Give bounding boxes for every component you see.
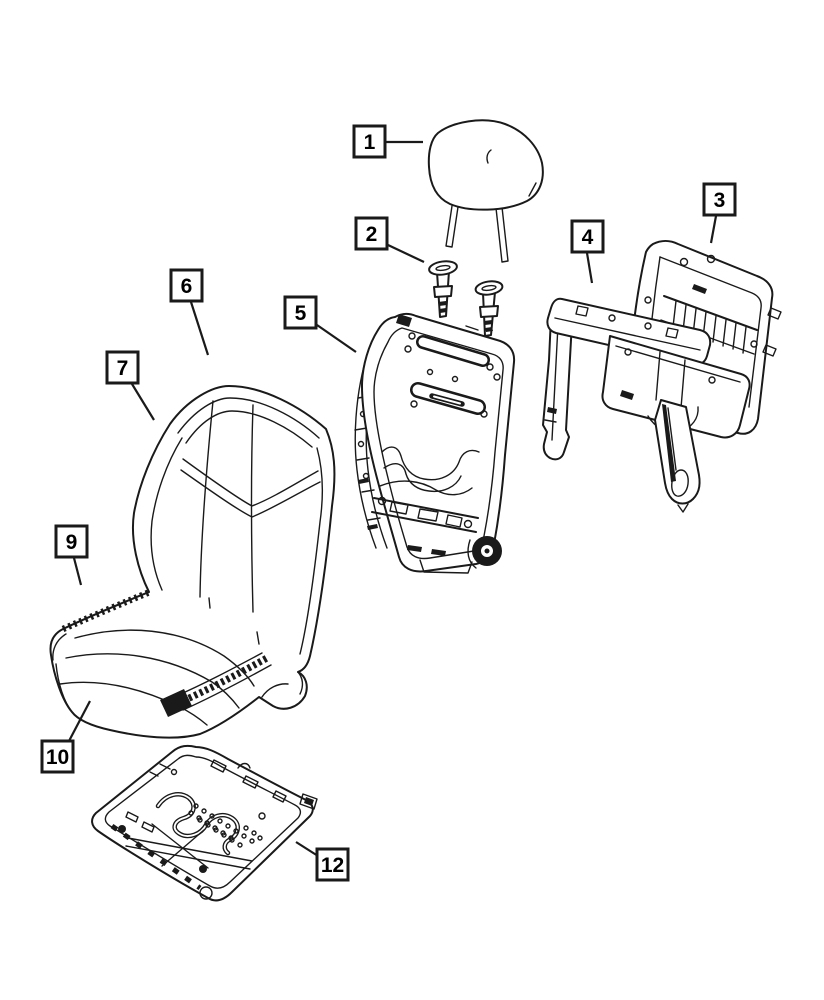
callout-box-12[interactable] xyxy=(315,847,350,882)
callout-number-3: 3 xyxy=(714,189,726,212)
callout-box-10[interactable] xyxy=(40,739,75,774)
callout-number-2: 2 xyxy=(366,223,378,246)
callout-number-1: 1 xyxy=(364,131,376,154)
headrest-part-1 xyxy=(427,119,544,263)
callout-box-9[interactable] xyxy=(54,524,89,559)
callout-box-4[interactable] xyxy=(570,219,605,254)
headrest-guides-part-2 xyxy=(428,260,504,337)
callout-number-5: 5 xyxy=(295,302,307,325)
seat-back-frame-part-5 xyxy=(354,312,516,574)
callout-number-6: 6 xyxy=(181,275,193,298)
callout-box-3[interactable] xyxy=(702,182,737,217)
callout-leader-5 xyxy=(316,324,357,353)
callout-number-10: 10 xyxy=(46,746,69,769)
callout-box-1[interactable] xyxy=(352,124,387,159)
callout-box-2[interactable] xyxy=(354,216,389,251)
callout-leader-4 xyxy=(585,252,594,284)
callout-leader-12 xyxy=(295,841,319,857)
callout-box-5[interactable] xyxy=(283,295,318,330)
callout-number-7: 7 xyxy=(117,357,129,380)
callout-box-6[interactable] xyxy=(169,268,204,303)
callout-box-7[interactable] xyxy=(105,350,140,385)
seat-cover-and-cushion-parts-6-7-9-10 xyxy=(49,385,336,739)
callout-leader-2 xyxy=(387,244,425,263)
panel-support-frame-part-4 xyxy=(542,297,751,513)
callout-leader-10 xyxy=(68,700,91,742)
callout-number-4: 4 xyxy=(582,226,594,249)
pan-perforation-dots xyxy=(188,803,263,848)
callout-leader-6 xyxy=(189,301,210,356)
callout-leader-9 xyxy=(72,557,83,586)
seat-pan-part-12 xyxy=(91,744,318,902)
callout-number-12: 12 xyxy=(321,854,344,877)
callout-leader-3 xyxy=(709,215,718,244)
callout-leader-7 xyxy=(131,383,155,421)
callout-number-9: 9 xyxy=(66,531,78,554)
